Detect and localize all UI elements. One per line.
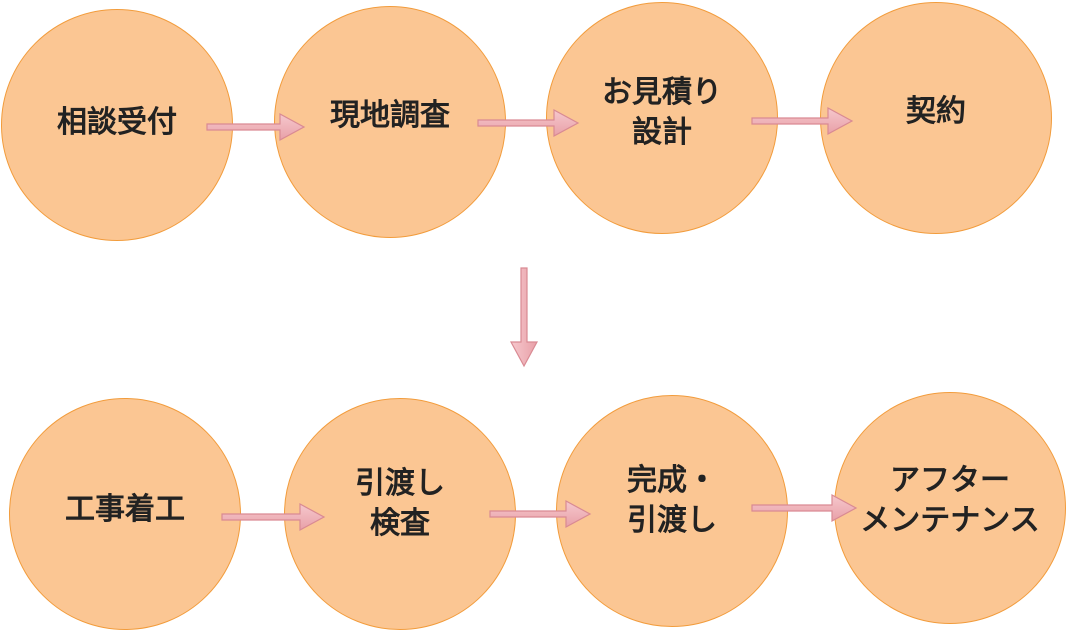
step-circle-after-maintenance: アフター メンテナンス [834, 392, 1066, 624]
step-label-line: 引渡し [355, 466, 445, 501]
step-label-line: 設計 [632, 115, 692, 150]
step-circle-completion-handover: 完成・ 引渡し [556, 395, 788, 627]
step-label-line: 現地調査 [330, 97, 450, 133]
step-circle-handover-inspection: 引渡し 検査 [284, 398, 516, 630]
step-label-line: 引渡し [627, 503, 717, 538]
step-label: お見積り 設計 [602, 73, 722, 153]
step-label: 完成・ 引渡し [627, 461, 717, 541]
step-label-line: アフター [890, 462, 1010, 498]
step-label: アフター メンテナンス [860, 461, 1039, 541]
step-circle-construction-start: 工事着工 [9, 398, 241, 630]
step-label: 引渡し 検査 [355, 464, 445, 544]
arrow-down [509, 267, 539, 368]
step-label-line: 相談受付 [57, 105, 177, 140]
step-label-line: 検査 [370, 506, 430, 541]
step-circle-consultation: 相談受付 [1, 9, 233, 241]
step-circle-site-survey: 現地調査 [274, 6, 506, 238]
step-label-line: 工事着工 [65, 492, 185, 527]
step-label: 相談受付 [57, 103, 177, 143]
step-label-line: メンテナンス [860, 502, 1040, 538]
step-label: 現地調査 [330, 96, 450, 136]
step-circle-estimate-design: お見積り 設計 [546, 2, 778, 234]
step-label-line: 契約 [906, 93, 966, 129]
step-label-line: お見積り [602, 75, 722, 110]
step-label: 契約 [906, 92, 966, 132]
step-label: 工事着工 [65, 490, 185, 530]
step-label-line: 完成・ [627, 463, 717, 498]
step-circle-contract: 契約 [820, 2, 1052, 234]
